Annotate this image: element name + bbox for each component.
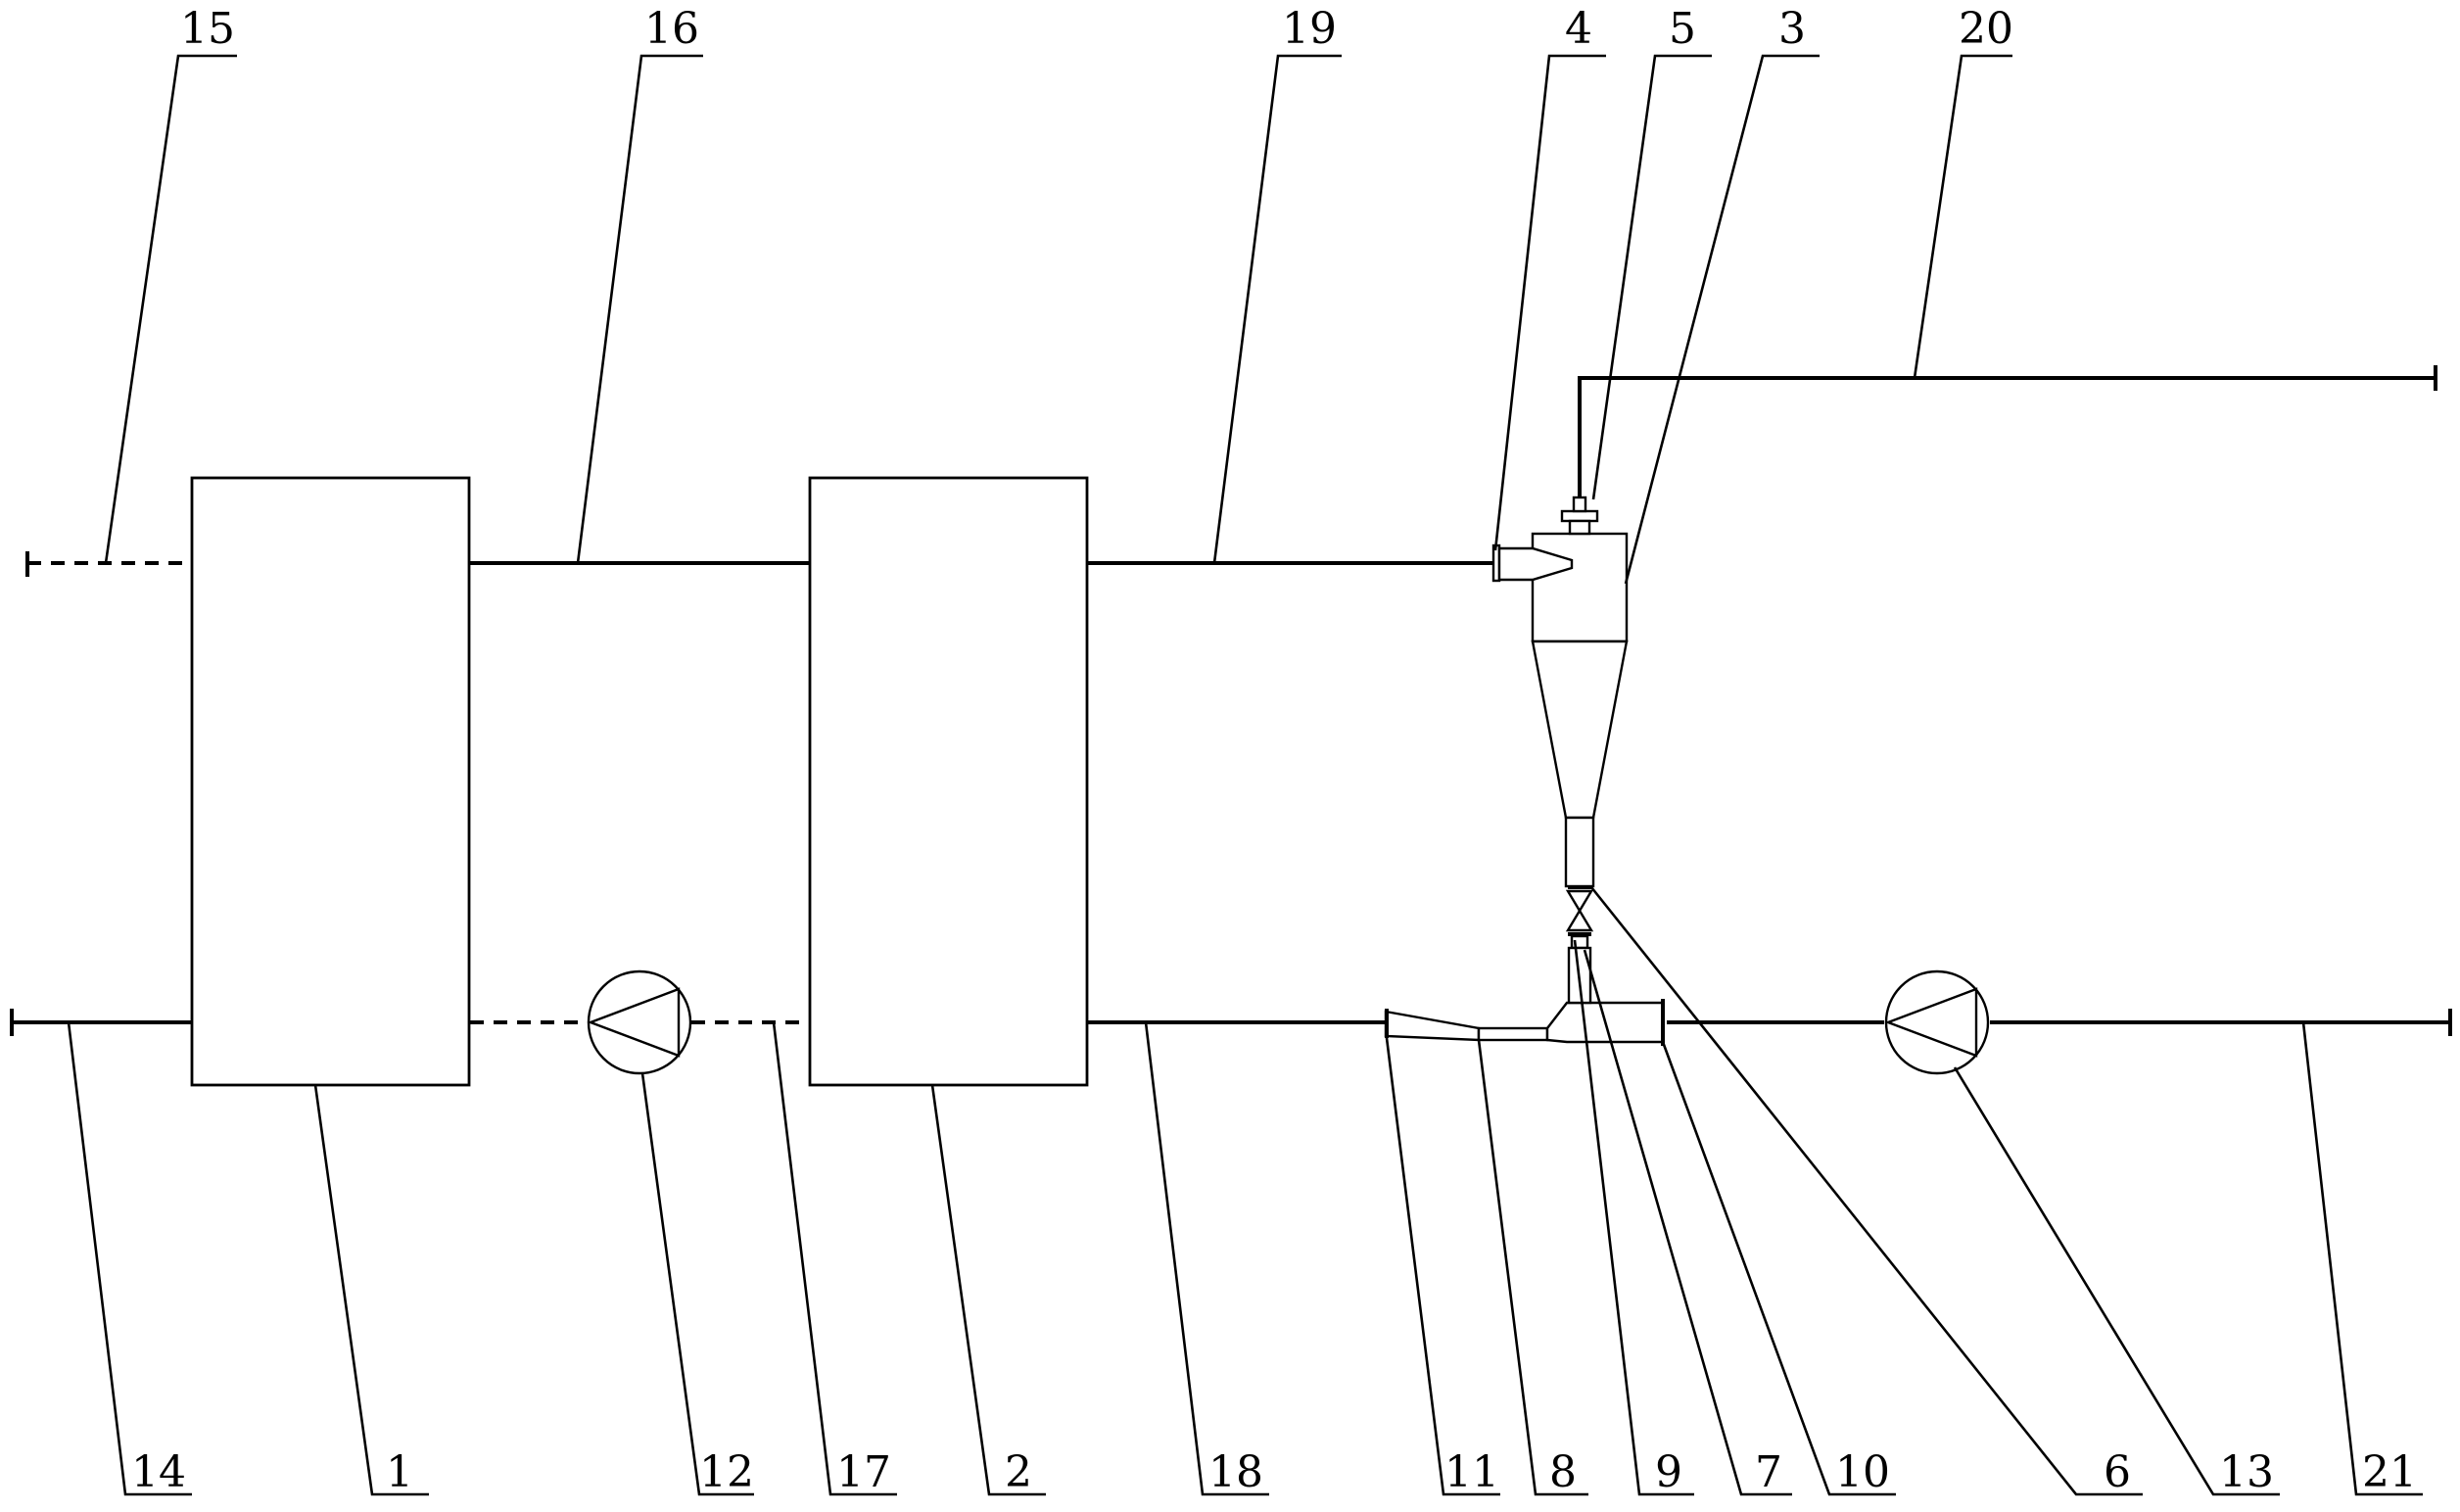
unit-2 [808, 476, 1089, 1087]
ejector-throat-8 [1477, 1026, 1549, 1042]
label-12: 12 [699, 1447, 754, 1497]
label-8: 8 [1549, 1447, 1577, 1497]
leader-lines [67, 54, 2423, 1496]
label-3: 3 [1778, 4, 1806, 54]
unit-1 [190, 476, 471, 1087]
line-21 [1667, 1009, 2452, 1036]
label-11: 11 [1444, 1447, 1499, 1497]
label-21: 21 [2362, 1447, 2417, 1497]
reference-numerals: 15 16 19 4 5 3 20 14 1 12 17 2 18 11 8 9… [131, 4, 2417, 1497]
pump-13 [1884, 969, 1990, 1075]
label-13: 13 [2219, 1447, 2274, 1497]
cyclone-separator-3 [1531, 532, 1629, 888]
line-15 [25, 551, 191, 577]
label-18: 18 [1208, 1447, 1263, 1497]
label-14: 14 [131, 1447, 186, 1497]
label-19: 19 [1282, 4, 1337, 54]
pump-12 [587, 969, 692, 1075]
outlet-pipe-5 [1560, 496, 1599, 536]
label-1: 1 [386, 1447, 413, 1497]
label-5: 5 [1669, 4, 1696, 54]
label-2: 2 [1005, 1447, 1032, 1497]
label-6: 6 [2104, 1447, 2131, 1497]
ejector [1384, 946, 1665, 1046]
label-17: 17 [836, 1447, 891, 1497]
label-7: 7 [1755, 1447, 1782, 1497]
label-20: 20 [1959, 4, 2013, 54]
line-20 [1578, 365, 2437, 499]
line-14 [10, 1009, 191, 1036]
label-10: 10 [1835, 1447, 1890, 1497]
label-15: 15 [180, 4, 235, 54]
label-16: 16 [644, 4, 699, 54]
label-4: 4 [1565, 4, 1592, 54]
label-9: 9 [1655, 1447, 1682, 1497]
valve-6 [1565, 885, 1594, 950]
ejector-inlet-11 [1384, 1010, 1481, 1042]
